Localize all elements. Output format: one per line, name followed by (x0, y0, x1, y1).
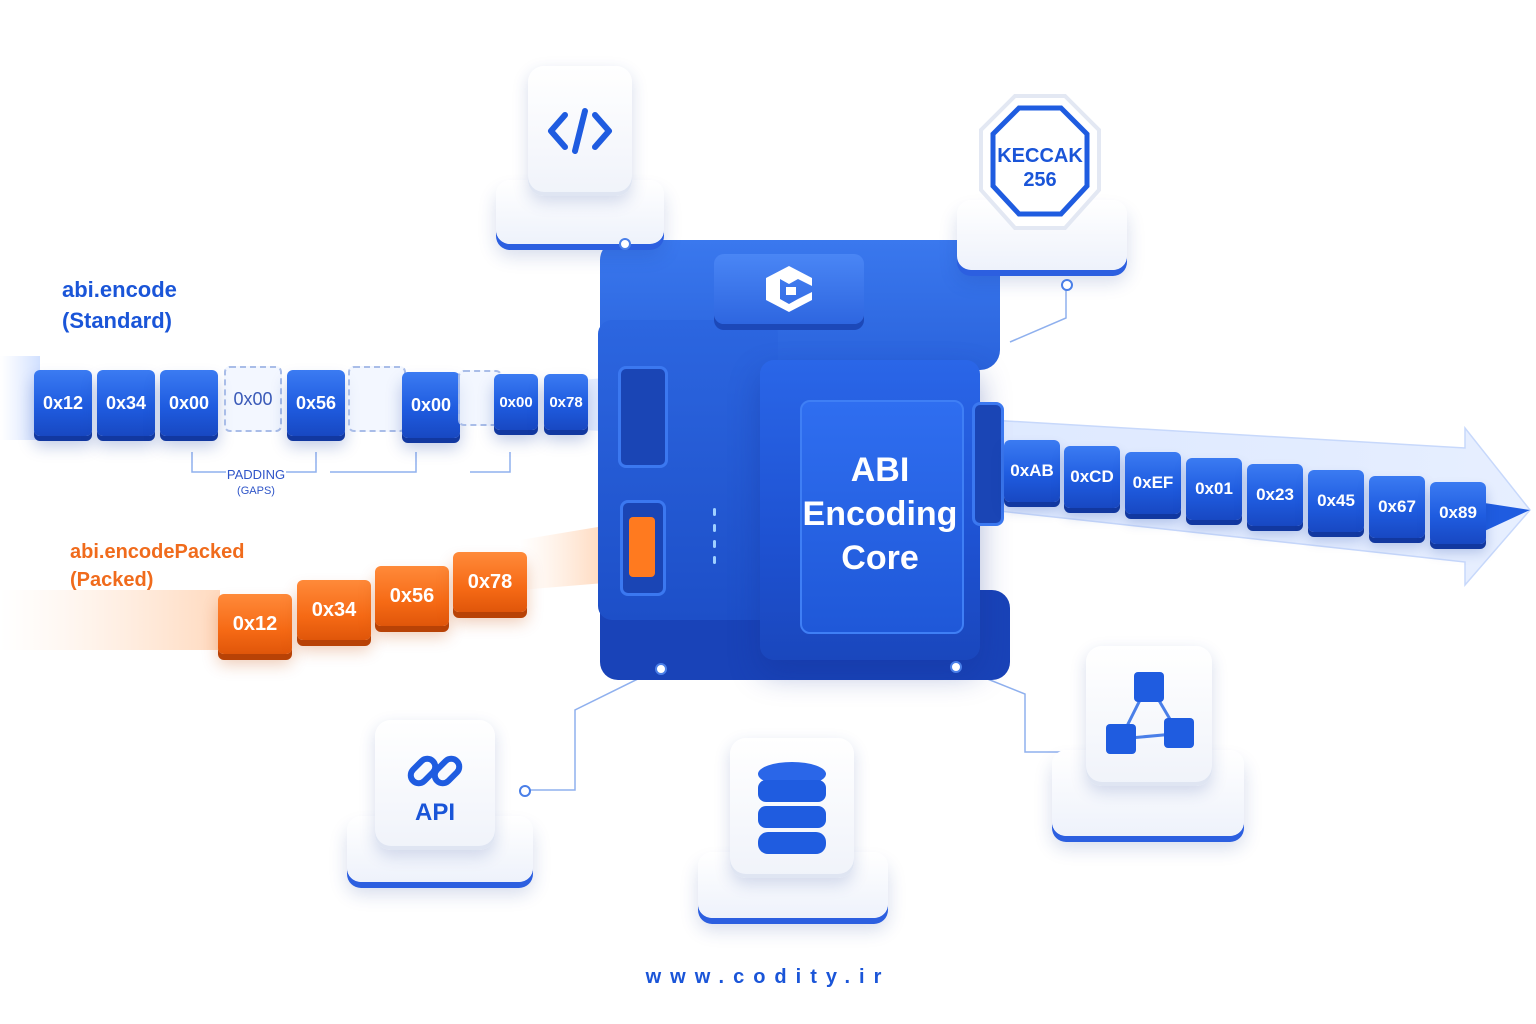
code-node (490, 60, 670, 250)
packed-byte-block: 0x78 (453, 552, 527, 612)
packed-byte-block: 0x12 (218, 594, 292, 654)
core-top-tile (714, 254, 864, 324)
connector-dot (655, 663, 667, 675)
padding-byte-block: 0x00 (224, 366, 282, 432)
core-title: ABI Encoding Core (790, 448, 970, 580)
codity-logo-icon (766, 266, 812, 312)
api-label: API (414, 799, 455, 826)
database-node (696, 738, 890, 928)
padding-gap-block (348, 366, 406, 432)
output-byte-block: 0xEF (1125, 452, 1181, 514)
standard-byte-block: 0x00 (494, 374, 538, 430)
core-title-line: Encoding (802, 495, 958, 533)
api-node: API (345, 720, 535, 890)
standard-byte-block: 0x12 (34, 370, 92, 436)
output-port (972, 402, 1004, 526)
packed-encode-title: abi.encodePacked (70, 541, 245, 563)
footer-website[interactable]: www.codity.ir (645, 966, 891, 988)
standard-encode-subtitle: (Standard) (62, 308, 172, 333)
standard-byte-block: 0x56 (287, 370, 345, 436)
padding-label: PADDING (GAPS) (206, 466, 306, 500)
connector-dot (950, 661, 962, 673)
packed-encode-subtitle: (Packed) (70, 569, 154, 591)
code-brackets-icon (548, 108, 612, 154)
core-label-panel (800, 400, 964, 634)
packed-byte-block: 0x34 (297, 580, 371, 640)
packed-input-port (620, 500, 666, 596)
standard-encode-title: abi.encode (62, 277, 177, 302)
padding-subtitle: (GAPS) (237, 485, 275, 497)
output-byte-block: 0x67 (1369, 476, 1425, 538)
network-node (1050, 646, 1246, 846)
connector-dot (519, 785, 531, 797)
packed-byte-block: 0x56 (375, 566, 449, 626)
output-byte-block: 0x23 (1247, 464, 1303, 526)
chain-link-icon (407, 755, 463, 787)
standard-byte-block: 0x34 (97, 370, 155, 436)
keccak-octagon-icon (979, 94, 1101, 230)
output-byte-block: 0xAB (1004, 440, 1060, 502)
keccak-label-line: 256 (1023, 169, 1057, 191)
padding-title: PADDING (226, 467, 286, 482)
cube-network-icon (1106, 672, 1194, 754)
keccak-label: KECCAK 256 (975, 144, 1105, 192)
standard-byte-block: 0x00 (402, 372, 460, 438)
status-led (713, 524, 716, 532)
database-icon (758, 762, 826, 854)
connector-dot (619, 238, 631, 250)
standard-byte-block: 0x00 (160, 370, 218, 436)
packed-encode-label: abi.encodePacked (Packed) (70, 538, 245, 594)
keccak-label-line: KECCAK (997, 145, 1083, 167)
standard-byte-block: 0x78 (544, 374, 588, 430)
core-title-line: ABI (850, 451, 910, 489)
connector-dot (1061, 279, 1073, 291)
keccak-node: KECCAK 256 (955, 90, 1130, 280)
core-title-line: Core (841, 539, 919, 577)
status-led (713, 540, 716, 548)
output-byte-block: 0x89 (1430, 482, 1486, 544)
standard-input-port (618, 366, 668, 468)
status-led (713, 508, 716, 516)
output-byte-block: 0xCD (1064, 446, 1120, 508)
status-led (713, 556, 716, 564)
output-byte-block: 0x45 (1308, 470, 1364, 532)
standard-encode-label: abi.encode (Standard) (62, 274, 177, 336)
output-byte-block: 0x01 (1186, 458, 1242, 520)
